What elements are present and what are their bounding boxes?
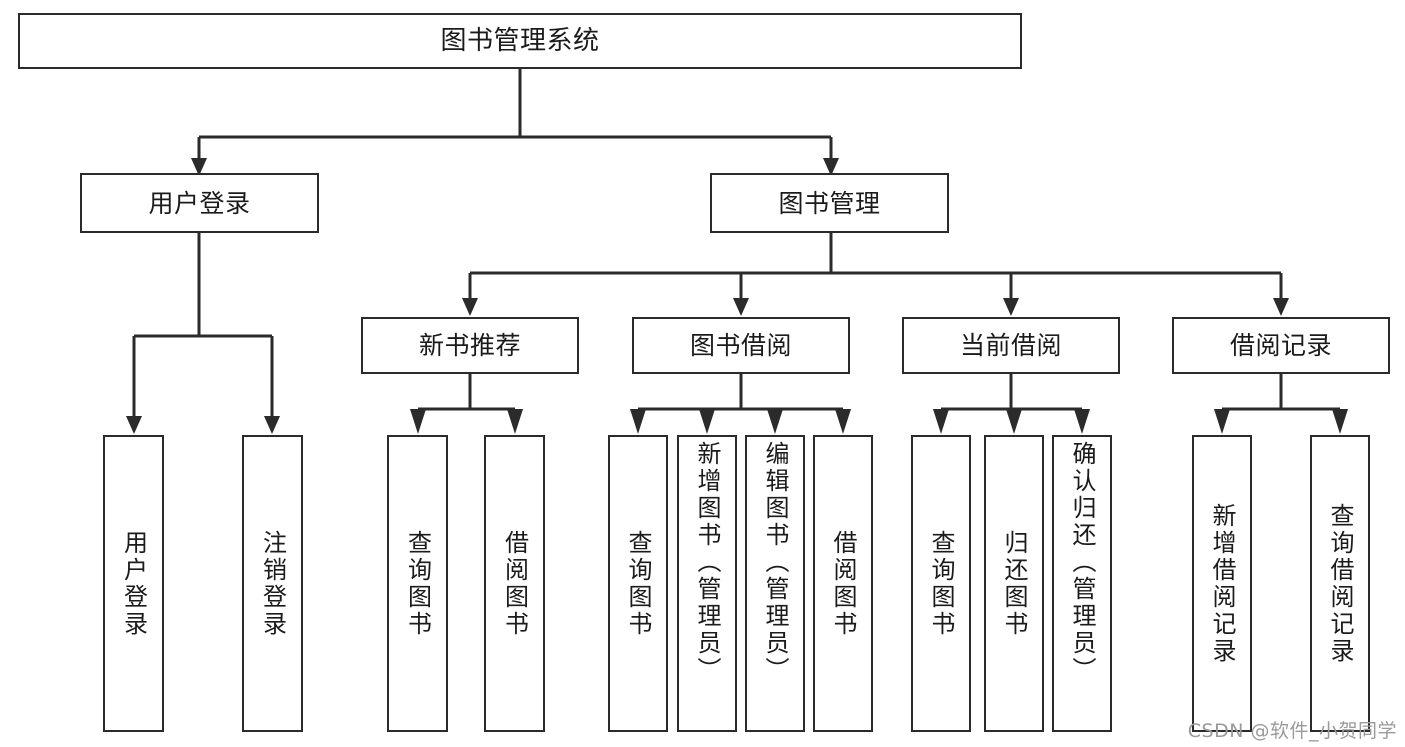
arrowhead-leaf-borrow-book-1 bbox=[507, 409, 523, 434]
arrowhead-book-borrow bbox=[733, 298, 749, 316]
node-borrow-record[interactable]: 借阅记录 bbox=[1172, 317, 1390, 374]
node-user-login-label: 用户登录 bbox=[148, 188, 251, 218]
node-new-book-rec[interactable]: 新书推荐 bbox=[361, 317, 579, 374]
node-leaf-query-book-1-label: 查询图书 bbox=[403, 529, 432, 638]
node-root[interactable]: 图书管理系统 bbox=[18, 13, 1022, 69]
node-leaf-edit-book-label: 编辑图书（管理员） bbox=[761, 441, 789, 684]
node-leaf-query-record[interactable]: 查询借阅记录 bbox=[1310, 435, 1370, 732]
node-book-manage[interactable]: 图书管理 bbox=[710, 173, 949, 233]
node-leaf-user-login-label: 用户登录 bbox=[119, 529, 148, 638]
arrowhead-leaf-confirm-return bbox=[1074, 409, 1090, 434]
leaf-text-wrap: 归还图书 bbox=[986, 437, 1042, 730]
arrowhead-leaf-borrow-book-2 bbox=[835, 409, 851, 434]
node-leaf-borrow-book-2-label: 借阅图书 bbox=[829, 529, 857, 638]
arrowhead-current-borrow bbox=[1003, 298, 1019, 316]
leaf-text-wrap: 借阅图书 bbox=[486, 437, 543, 730]
node-leaf-logout-login[interactable]: 注销登录 bbox=[242, 435, 303, 732]
arrowhead-leaf-edit-book bbox=[767, 409, 783, 434]
node-book-borrow-label: 图书借阅 bbox=[689, 331, 792, 360]
leaf-text-wrap: 确认归还（管理员） bbox=[1054, 437, 1110, 734]
node-leaf-borrow-book-2[interactable]: 借阅图书 bbox=[813, 435, 873, 732]
node-leaf-query-book-2[interactable]: 查询图书 bbox=[608, 435, 668, 732]
node-book-manage-label: 图书管理 bbox=[778, 188, 881, 218]
node-new-book-rec-label: 新书推荐 bbox=[418, 331, 521, 360]
arrowhead-leaf-add-book bbox=[699, 409, 715, 434]
node-leaf-add-book[interactable]: 新增图书（管理员） bbox=[677, 435, 737, 732]
node-leaf-query-book-3[interactable]: 查询图书 bbox=[911, 435, 971, 732]
arrowhead-leaf-add-record bbox=[1214, 409, 1230, 434]
node-leaf-add-record[interactable]: 新增借阅记录 bbox=[1192, 435, 1252, 732]
leaf-text-wrap: 借阅图书 bbox=[815, 437, 871, 730]
node-current-borrow-label: 当前借阅 bbox=[959, 331, 1062, 360]
node-leaf-confirm-return[interactable]: 确认归还（管理员） bbox=[1052, 435, 1112, 732]
csdn-watermark: CSDN @软件_小贺同学 bbox=[1187, 720, 1397, 742]
node-book-borrow[interactable]: 图书借阅 bbox=[632, 317, 850, 374]
node-leaf-user-login[interactable]: 用户登录 bbox=[103, 435, 164, 732]
arrowhead-leaf-logout-login bbox=[264, 416, 280, 434]
node-leaf-add-record-label: 新增借阅记录 bbox=[1208, 502, 1236, 665]
arrowhead-user-login bbox=[191, 158, 207, 176]
arrowhead-leaf-query-book-2 bbox=[630, 409, 646, 434]
arrowhead-leaf-user-login bbox=[126, 416, 142, 434]
leaf-text-wrap: 查询图书 bbox=[610, 437, 666, 730]
leaf-text-wrap: 查询图书 bbox=[913, 437, 969, 730]
leaf-text-wrap: 查询借阅记录 bbox=[1312, 437, 1368, 730]
node-leaf-query-book-2-label: 查询图书 bbox=[624, 529, 652, 638]
arrowhead-new-book-rec bbox=[462, 298, 478, 316]
leaf-text-wrap: 新增借阅记录 bbox=[1194, 437, 1250, 730]
leaf-text-wrap: 新增图书（管理员） bbox=[679, 437, 735, 734]
node-leaf-query-book-3-label: 查询图书 bbox=[927, 529, 955, 638]
leaf-text-wrap: 注销登录 bbox=[244, 437, 301, 730]
node-leaf-add-book-label: 新增图书（管理员） bbox=[693, 441, 721, 684]
node-leaf-borrow-book-1-label: 借阅图书 bbox=[500, 529, 529, 638]
node-user-login[interactable]: 用户登录 bbox=[80, 173, 319, 233]
node-leaf-edit-book[interactable]: 编辑图书（管理员） bbox=[745, 435, 805, 732]
leaf-text-wrap: 编辑图书（管理员） bbox=[747, 437, 803, 734]
node-leaf-borrow-book-1[interactable]: 借阅图书 bbox=[484, 435, 545, 732]
arrowhead-leaf-return-book bbox=[1006, 409, 1022, 434]
node-current-borrow[interactable]: 当前借阅 bbox=[902, 317, 1120, 374]
arrowhead-leaf-query-record bbox=[1332, 409, 1348, 434]
node-leaf-query-book-1[interactable]: 查询图书 bbox=[387, 435, 448, 732]
node-borrow-record-label: 借阅记录 bbox=[1229, 331, 1332, 360]
node-leaf-query-record-label: 查询借阅记录 bbox=[1326, 502, 1354, 665]
node-leaf-logout-login-label: 注销登录 bbox=[258, 529, 287, 638]
node-leaf-confirm-return-label: 确认归还（管理员） bbox=[1068, 441, 1096, 684]
leaf-text-wrap: 用户登录 bbox=[105, 437, 162, 730]
arrowhead-book-manage bbox=[823, 158, 839, 176]
arrowhead-borrow-record bbox=[1273, 298, 1289, 316]
leaf-text-wrap: 查询图书 bbox=[389, 437, 446, 730]
node-leaf-return-book-label: 归还图书 bbox=[1000, 529, 1028, 638]
node-leaf-return-book[interactable]: 归还图书 bbox=[984, 435, 1044, 732]
arrowhead-leaf-query-book-3 bbox=[933, 409, 949, 434]
node-root-label: 图书管理系统 bbox=[440, 25, 600, 56]
arrowhead-leaf-query-book-1 bbox=[410, 409, 426, 434]
